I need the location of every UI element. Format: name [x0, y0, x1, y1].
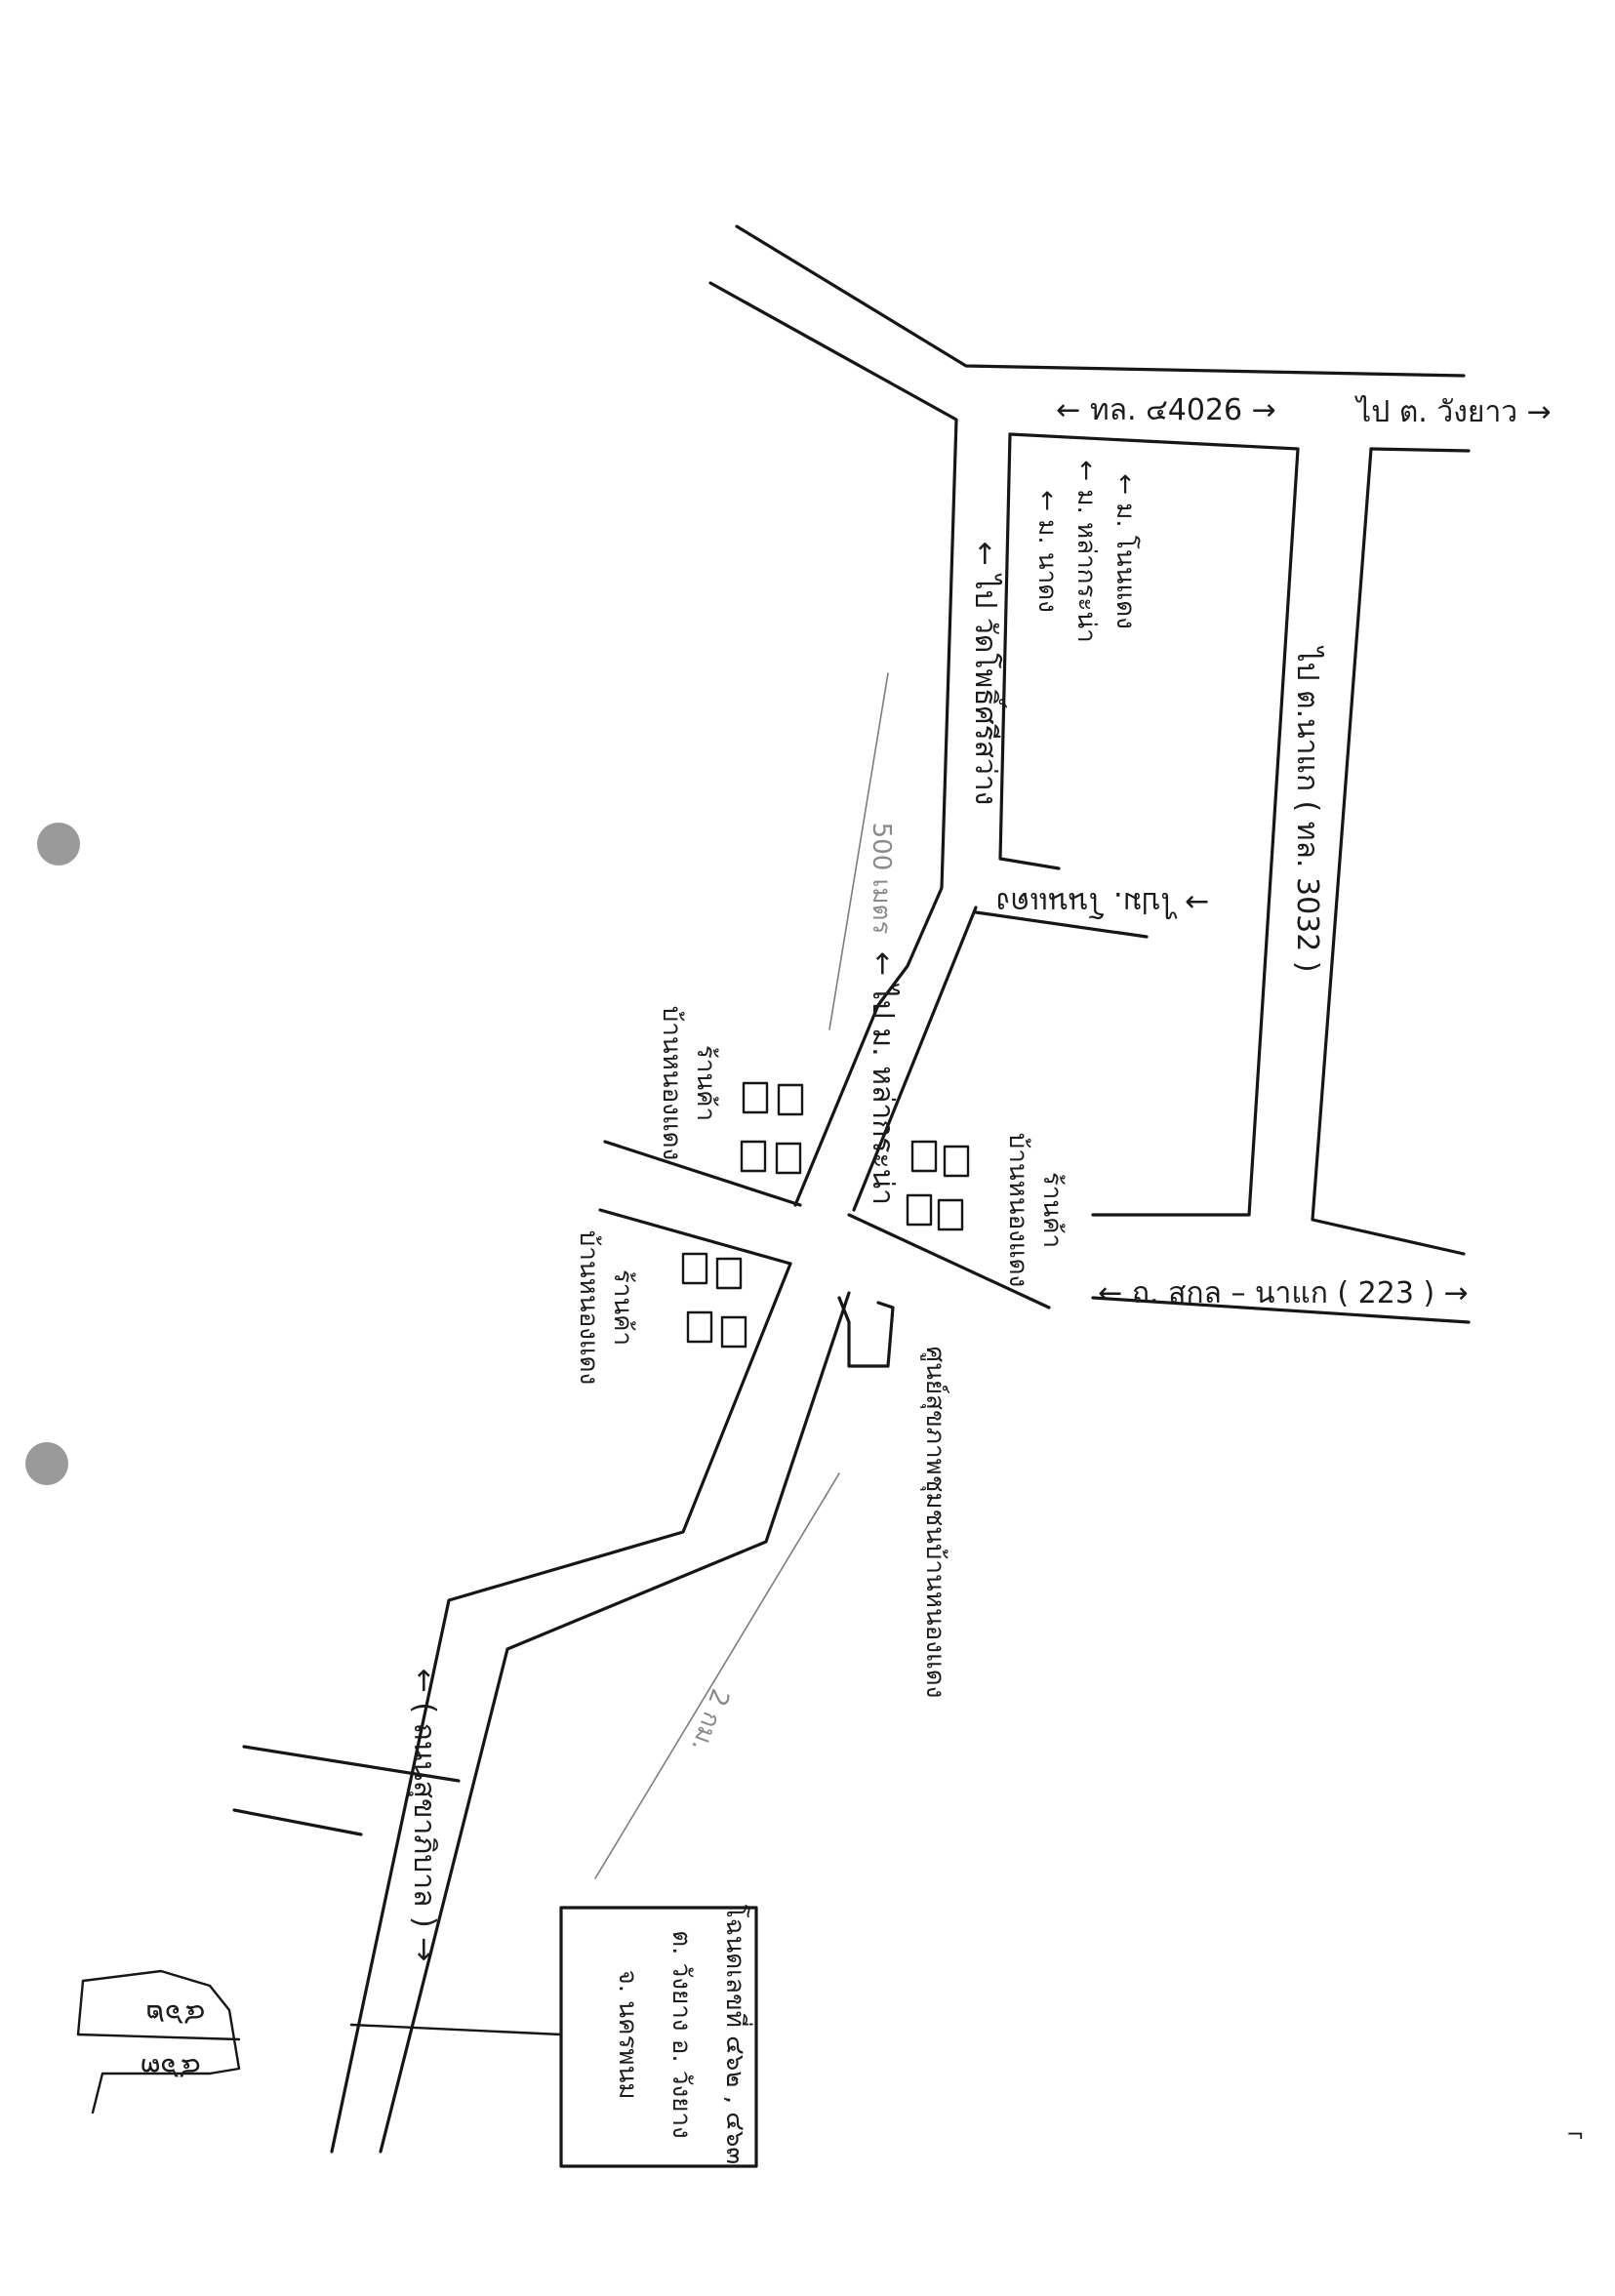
label-to-wat-pho-si: ← ไป วัดโพธิ์ศรีสว่าง [968, 542, 1007, 806]
road-mid-right-edge [852, 906, 978, 1212]
side-road-top [242, 1745, 461, 1783]
shop-blocks-left-upper [740, 1081, 804, 1175]
road-left-arm-upper [603, 1140, 802, 1207]
label-shops-right: ร้านค้า บ้านหนองแดง [1003, 1133, 1067, 1287]
label-shops-left-upper: ร้านค้า บ้านหนองแดง [657, 1006, 720, 1160]
shops-left-lower-line-2: บ้านหนองแดง [574, 1230, 603, 1385]
road-4026-block [1008, 432, 1300, 1217]
site-plots: ๔๖๒ ๔๖๓ [76, 1969, 241, 2115]
plot-label-a: ๔๖๒ [145, 1997, 206, 2032]
label-distance-500m: 500 เมตร [867, 823, 896, 935]
distance-500m: 500 เมตร [828, 672, 896, 1030]
label-sakon-nakae: ← ถ. สกล – นาแก ( 223 ) → [1098, 1276, 1469, 1310]
road-223-far-edge [1091, 1296, 1471, 1324]
side-road-bottom [232, 1808, 363, 1836]
road-nakae-right-edge [1311, 447, 1466, 1256]
label-village-lao-kra-na: ← ม. หล่ากระน่า [1071, 460, 1101, 642]
label-to-wang-yao: ไป ต. วังยาว → [1354, 394, 1552, 429]
site-pointer [349, 2023, 563, 2036]
punch-hole-upper [37, 823, 80, 866]
label-to-non-daeng: → ไปม. โนนแดง [996, 885, 1209, 920]
label-to-na-kae: ไป ต.นาแก ( ทล. 3032 ) [1290, 645, 1325, 972]
site-info-text: โฉนดเลขที่ ๔๖๒ , ๔๖๓ ต. วังยาง อ. วังยาง… [613, 1905, 753, 2164]
label-distance-2km: 2 กม. [685, 1685, 735, 1755]
shops-left-upper-line-1: ร้านค้า [691, 1045, 720, 1121]
shop-blocks-left-lower [681, 1252, 747, 1349]
label-village-na-dong: ← ม. นาดง [1032, 490, 1062, 613]
shops-left-lower-line-1: ร้านค้า [608, 1269, 637, 1346]
road-network [232, 224, 1471, 2154]
punch-hole-lower [25, 1442, 68, 1485]
corner-mark: ¬ [1566, 2123, 1584, 2148]
site-info-box [559, 1906, 758, 2168]
distance-2km: 2 กม. [594, 1472, 840, 1879]
road-wangyao-edge [1369, 447, 1471, 453]
clinic-building [837, 1296, 895, 1368]
road-upper-left-edge [708, 281, 958, 1207]
road-lower-right-edge [379, 1291, 851, 2154]
plot-label-b: ๔๖๓ [141, 2051, 201, 2085]
label-shops-left-lower: ร้านค้า บ้านหนองแดง [574, 1230, 637, 1385]
road-lower-left-edge [330, 1262, 792, 2154]
shops-right-line-2: บ้านหนองแดง [1003, 1133, 1032, 1287]
road-upper-right-edge [735, 224, 1466, 378]
shop-blocks-right [906, 1140, 970, 1231]
road-block-inner [998, 432, 1061, 870]
road-223-lower-edge [847, 1213, 1051, 1309]
site-line-3: จ. นครพนม [613, 1970, 642, 2100]
site-line-2: ต. วังยาง อ. วังยาง [666, 1930, 696, 2138]
label-route-4026: ← ทล. ๔4026 → [1056, 393, 1276, 427]
label-to-lao-tham: ← ไป ม. หล่ากระน่า [866, 951, 901, 1205]
site-line-1: โฉนดเลขที่ ๔๖๒ , ๔๖๓ [720, 1905, 753, 2164]
shops-right-line-1: ร้านค้า [1037, 1172, 1067, 1248]
road-to-non-daeng [974, 910, 1149, 939]
label-local-road: ← ( ถนนสุขาภิบาล ) → [406, 1669, 441, 1962]
label-clinic: ศูนย์สุขภาพชุมชนบ้านหนองแดง [920, 1347, 949, 1699]
road-left-arm-lower [598, 1208, 792, 1266]
label-village-non-daeng: ← ม. โนนแดง [1110, 473, 1141, 629]
shops-left-upper-line-2: บ้านหนองแดง [657, 1006, 686, 1160]
